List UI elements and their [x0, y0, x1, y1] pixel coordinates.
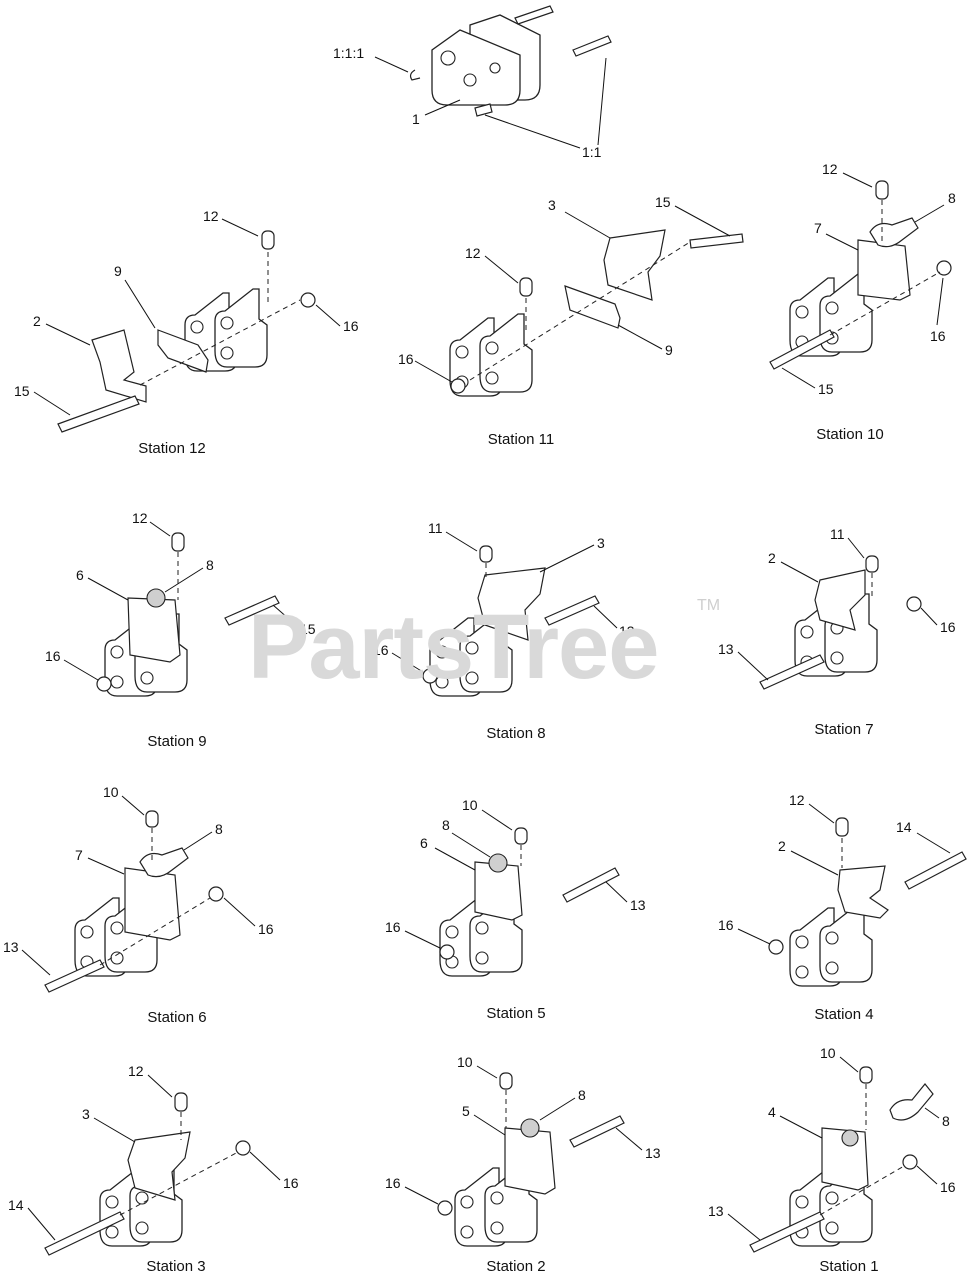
station-1-drawing: 10 4 8 16 13: [708, 1045, 956, 1253]
station-5-callout-6: 6: [420, 835, 428, 851]
station-5-callout-10: 10: [462, 797, 478, 813]
station-9-callout-12: 12: [132, 510, 148, 526]
station-8-callout-3: 3: [597, 535, 605, 551]
callout-1: 1: [412, 111, 420, 127]
station-10-callout-16: 16: [930, 328, 946, 344]
station-6-callout-10: 10: [103, 784, 119, 800]
station-5-callout-8: 8: [442, 817, 450, 833]
station-3-callout-3: 3: [82, 1106, 90, 1122]
station-5-drawing: 10 8 6 13 16: [385, 797, 646, 977]
station-10-callout-8: 8: [948, 190, 956, 206]
station-4-callout-2: 2: [778, 838, 786, 854]
station-12-callout-9: 9: [114, 263, 122, 279]
station-11-drawing: 3 15 12 16 9: [398, 194, 744, 397]
station-2-callout-8: 8: [578, 1087, 586, 1103]
station-4-callout-12: 12: [789, 792, 805, 808]
station-5-callout-13: 13: [630, 897, 646, 913]
station-2-callout-13: 13: [645, 1145, 661, 1161]
station-6-callout-8: 8: [215, 821, 223, 837]
station-7-callout-16: 16: [940, 619, 956, 635]
station-12-callout-2: 2: [33, 313, 41, 329]
station-2-callout-16: 16: [385, 1175, 401, 1191]
station-8-callout-13: 13: [619, 623, 635, 639]
station-1-caption: Station 1: [819, 1258, 879, 1275]
station-8-callout-16: 16: [373, 642, 389, 658]
station-7-caption: Station 7: [814, 721, 874, 738]
station-12-callout-12: 12: [203, 208, 219, 224]
station-7-callout-13: 13: [718, 641, 734, 657]
station-7-drawing: 11 2 16 13: [718, 526, 956, 690]
station-6-drawing: 10 8 7 16 13: [3, 784, 274, 993]
station-10-callout-12: 12: [822, 161, 838, 177]
station-4-callout-14: 14: [896, 819, 912, 835]
station-12-callout-15: 15: [14, 383, 30, 399]
station-3-callout-14: 14: [8, 1197, 24, 1213]
station-6-callout-7: 7: [75, 847, 83, 863]
station-9-callout-8: 8: [206, 557, 214, 573]
station-3-drawing: 12 3 16 14: [8, 1063, 299, 1256]
station-2-callout-5: 5: [462, 1103, 470, 1119]
watermark: PartsTree: [248, 596, 659, 698]
station-11-callout-15: 15: [655, 194, 671, 210]
station-10-callout-15: 15: [818, 381, 834, 397]
station-5-caption: Station 5: [486, 1005, 546, 1022]
station-9-callout-15: 15: [300, 621, 316, 637]
callout-1-1: 1:1: [582, 144, 602, 160]
station-1-callout-8: 8: [942, 1113, 950, 1129]
station-1-callout-16: 16: [940, 1179, 956, 1195]
station-7-callout-2: 2: [768, 550, 776, 566]
watermark-tm: TM: [697, 597, 721, 614]
station-7-callout-11: 11: [830, 526, 845, 542]
station-9-callout-6: 6: [76, 567, 84, 583]
station-3-callout-12: 12: [128, 1063, 144, 1079]
station-11-callout-12: 12: [465, 245, 481, 261]
station-1-callout-4: 4: [768, 1104, 776, 1120]
station-8-callout-11: 11: [428, 520, 443, 536]
station-12-drawing: 12 9 2 16 15: [14, 208, 359, 433]
station-9-callout-16: 16: [45, 648, 61, 664]
callout-1-1-1: 1:1:1: [333, 45, 364, 61]
station-10-caption: Station 10: [816, 426, 884, 443]
station-10-callout-7: 7: [814, 220, 822, 236]
station-9-caption: Station 9: [147, 733, 207, 750]
station-11-callout-16: 16: [398, 351, 414, 367]
station-9-drawing: 12 6 8 15 16: [45, 510, 316, 697]
station-12-callout-16: 16: [343, 318, 359, 334]
top-assembly-callouts: 1:1:1 1 1:1: [333, 45, 607, 160]
station-1-callout-13: 13: [708, 1203, 724, 1219]
station-11-caption: Station 11: [487, 431, 555, 448]
station-11-callout-3: 3: [548, 197, 556, 213]
station-1-callout-10: 10: [820, 1045, 836, 1061]
station-5-callout-16: 16: [385, 919, 401, 935]
station-6-caption: Station 6: [147, 1009, 207, 1026]
station-4-callout-16: 16: [718, 917, 734, 933]
station-2-caption: Station 2: [486, 1258, 546, 1275]
station-4-caption: Station 4: [814, 1006, 874, 1023]
station-6-callout-13: 13: [3, 939, 19, 955]
station-6-callout-16: 16: [258, 921, 274, 937]
station-10-drawing: 12 8 7 16 15: [769, 161, 956, 397]
station-3-callout-16: 16: [283, 1175, 299, 1191]
station-8-caption: Station 8: [486, 725, 546, 742]
station-4-drawing: 12 14 2 16: [718, 792, 967, 987]
station-2-callout-10: 10: [457, 1054, 473, 1070]
station-11-callout-9: 9: [665, 342, 673, 358]
station-2-drawing: 10 8 5 13 16: [385, 1054, 661, 1247]
top-assembly: [409, 5, 612, 117]
station-12-caption: Station 12: [138, 440, 206, 457]
station-8-drawing: 11 3 16 13: [373, 520, 635, 697]
station-3-caption: Station 3: [146, 1258, 206, 1275]
